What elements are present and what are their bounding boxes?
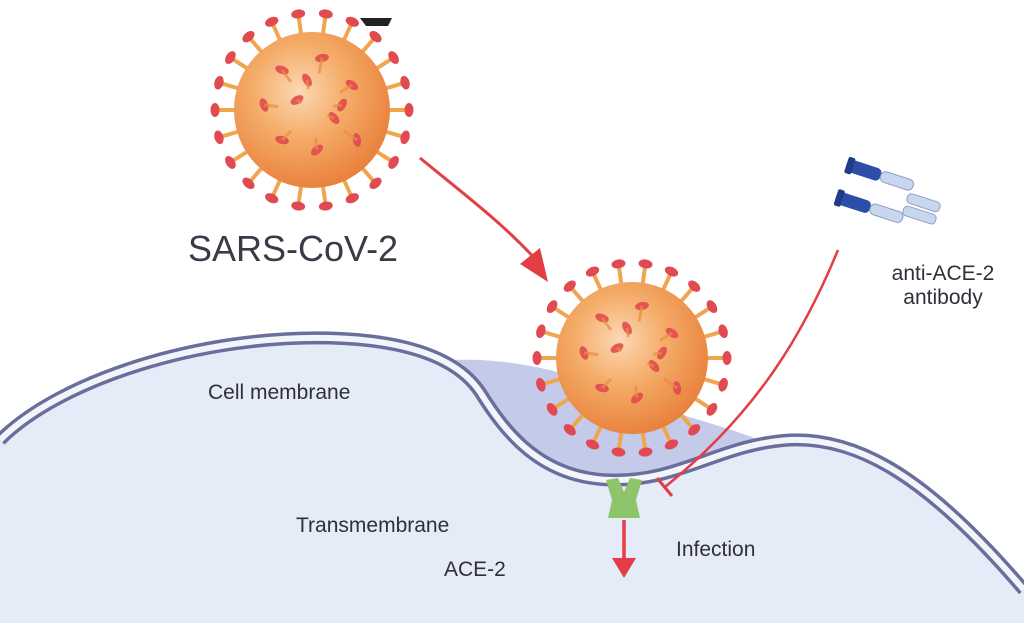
attachment-arrowhead xyxy=(520,248,548,282)
ace2-receptor-icon xyxy=(606,478,642,518)
inhibition-bar xyxy=(655,477,674,497)
virus-icon xyxy=(532,259,732,457)
antibody-label-line-2: antibody xyxy=(903,286,983,310)
cell-membrane-inner xyxy=(0,334,1024,592)
corner-mark xyxy=(360,18,392,26)
receptor-label-line-1: Transmembrane xyxy=(296,514,450,537)
virus-icon xyxy=(210,9,414,211)
inhibition-line xyxy=(664,249,840,488)
cell-body xyxy=(0,337,1024,623)
attachment-arrow xyxy=(419,156,540,263)
virus-label: SARS-CoV-2 xyxy=(188,228,399,269)
infection-arrowhead xyxy=(612,558,636,578)
antibody-icon xyxy=(833,156,941,225)
antibody-label: anti-ACE-2 antibody xyxy=(868,262,1018,310)
infection-label: Infection xyxy=(676,538,756,561)
antibody-label-line-1: anti-ACE-2 xyxy=(891,262,995,285)
membrane-label: Cell membrane xyxy=(208,381,351,404)
receptor-label-line-2: ACE-2 xyxy=(444,558,506,581)
